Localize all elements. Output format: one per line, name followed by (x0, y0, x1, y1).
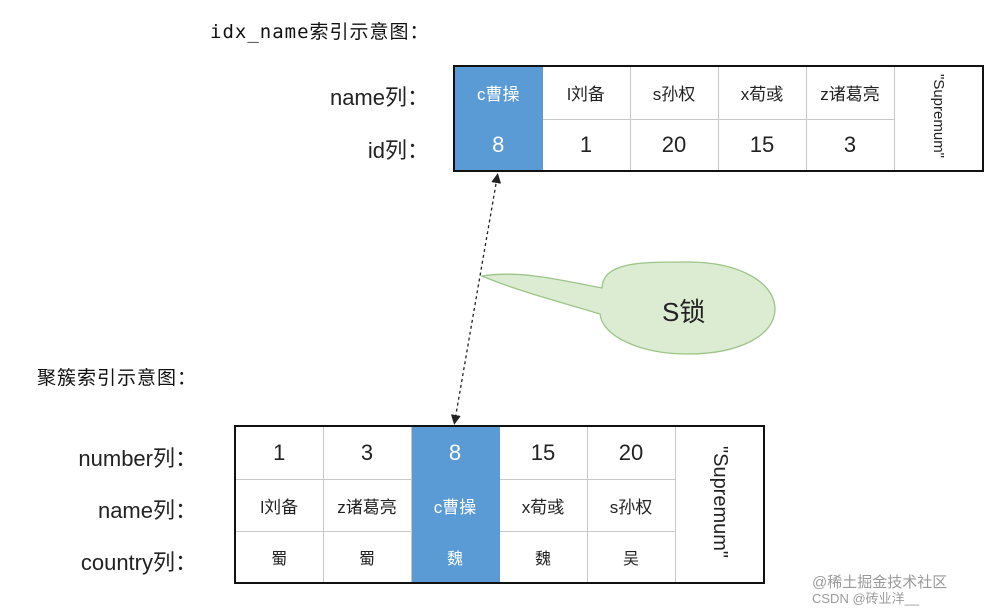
name-cell: z诸葛亮 (322, 478, 412, 532)
supremum-label: "Supremum" (929, 73, 947, 158)
supremum-label: "Supremum" (708, 445, 731, 558)
dashed-connector-arrow (450, 173, 502, 425)
name-cell: l刘备 (234, 478, 324, 532)
number-cell: 1 (234, 425, 324, 480)
secondary-index-title: idx_name索引示意图： (210, 21, 430, 43)
clustered-index-title: 聚簇索引示意图： (37, 367, 198, 389)
number-cell: 20 (586, 425, 676, 480)
country-cell: 蜀 (322, 530, 412, 584)
supremum-cell: "Supremum" (893, 65, 984, 172)
watermark-juejin: @稀土掘金技术社区 (812, 574, 948, 591)
id-cell: 1 (541, 118, 631, 172)
id-cell: 8 (453, 118, 543, 172)
country-cell: 魏 (498, 530, 588, 584)
name-cell: x荀彧 (498, 478, 588, 532)
number-row-label: number列： (78, 446, 197, 471)
country-cell: 魏 (410, 530, 500, 584)
name-cell: z诸葛亮 (805, 65, 895, 120)
name-row-label: name列： (97, 498, 197, 523)
number-cell: 15 (498, 425, 588, 480)
name-cell: c曹操 (410, 478, 500, 532)
country-cell: 蜀 (234, 530, 324, 584)
id-row: 8 1 20 15 3 (453, 118, 983, 172)
id-cell: 3 (805, 118, 895, 172)
number-row: 1 3 8 15 20 "Supremum" (234, 425, 765, 584)
number-cell: 3 (322, 425, 412, 480)
country-row: 蜀 蜀 魏 魏 吴 (234, 530, 764, 584)
secondary-index-table: c曹操 l刘备 s孙权 x荀彧 z诸葛亮 "Supremum" 8 1 20 1… (453, 65, 984, 172)
name-row-label: name列： (329, 85, 429, 110)
supremum-cell: "Supremum" (674, 425, 765, 584)
id-cell: 15 (717, 118, 807, 172)
clustered-index-table: 1 3 8 15 20 "Supremum" l刘备 z诸葛亮 c曹操 x荀彧 … (234, 425, 765, 584)
number-cell: 8 (410, 425, 500, 480)
country-cell: 吴 (586, 530, 676, 584)
s-lock-label: S锁 (662, 297, 706, 327)
name-cell: l刘备 (541, 65, 631, 120)
name-row: c曹操 l刘备 s孙权 x荀彧 z诸葛亮 "Supremum" (453, 65, 984, 172)
watermark-csdn: CSDN @砖业洋__ (812, 591, 920, 606)
id-cell: 20 (629, 118, 719, 172)
country-row-label: country列： (80, 550, 197, 575)
lock-callout-bubble (479, 261, 776, 355)
name-row: l刘备 z诸葛亮 c曹操 x荀彧 s孙权 (234, 478, 764, 532)
name-cell: s孙权 (586, 478, 676, 532)
id-row-label: id列： (367, 138, 429, 163)
